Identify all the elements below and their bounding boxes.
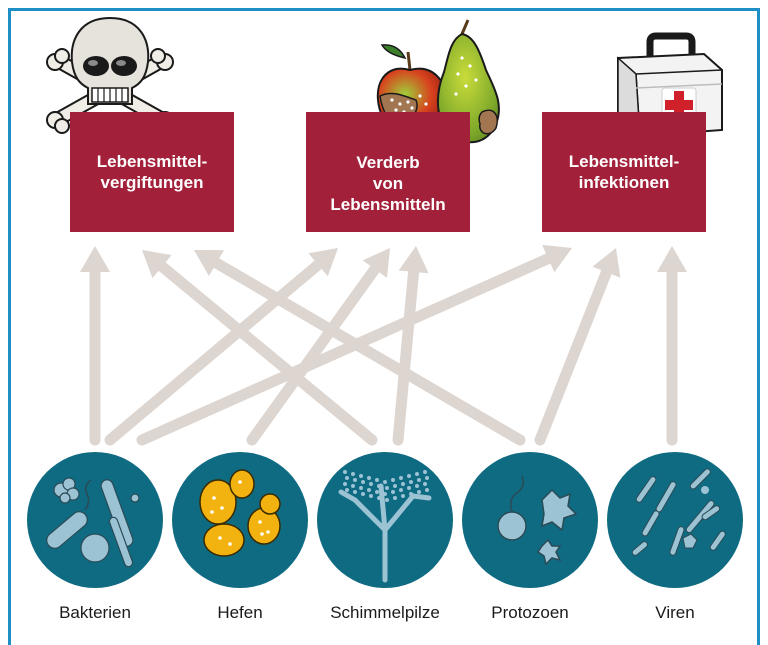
outcome-box-infection: Lebensmittel- infektionen <box>542 112 706 232</box>
organism-label-viren: Viren <box>655 603 695 622</box>
organism-label-bakterien: Bakterien <box>59 603 131 622</box>
protozoa-icon <box>462 452 598 588</box>
outcome-label-line: Lebensmittel- <box>568 152 680 171</box>
arrow-bakterien-to-infection <box>136 244 572 446</box>
mold-icon <box>317 452 453 588</box>
arrows-layer <box>80 244 687 446</box>
outcome-box-spoilage: Verderb von Lebensmitteln <box>306 112 470 232</box>
yeast-icon <box>172 452 308 588</box>
organism-label-protozoen: Protozoen <box>491 603 569 622</box>
arrow-schimmelpilze-to-spoilage <box>392 246 429 446</box>
organism-circles <box>27 452 743 588</box>
bacteria-icon <box>27 452 163 588</box>
arrow-protozoen-to-infection <box>534 248 621 446</box>
outcome-label-line: Lebensmitteln <box>330 194 446 214</box>
frame-left-border <box>8 8 11 645</box>
arrow-schimmelpilze-to-poisoning <box>142 250 378 446</box>
frame-right-border <box>757 8 760 645</box>
outcome-box-poisoning: Lebensmittel- vergiftungen <box>70 112 234 232</box>
virus-icon <box>607 452 743 588</box>
organism-label-schimmelpilze: Schimmelpilze <box>330 603 440 622</box>
outcome-label-line: vergiftungen <box>100 173 204 192</box>
outcome-label-line: von <box>372 173 404 193</box>
arrow-bakterien-to-spoilage <box>104 248 338 446</box>
outcome-label-line: Verderb <box>356 152 420 172</box>
outcome-label-line: infektionen <box>578 173 670 192</box>
frame-top-border <box>8 8 760 11</box>
arrow-bakterien-to-poisoning <box>80 246 110 446</box>
arrow-hefen-to-spoilage <box>246 248 390 446</box>
outcome-label-line: Lebensmittel- <box>96 152 208 171</box>
organism-label-hefen: Hefen <box>217 603 263 622</box>
arrow-protozoen-to-poisoning <box>194 250 526 446</box>
arrow-viren-to-infection <box>657 246 687 446</box>
